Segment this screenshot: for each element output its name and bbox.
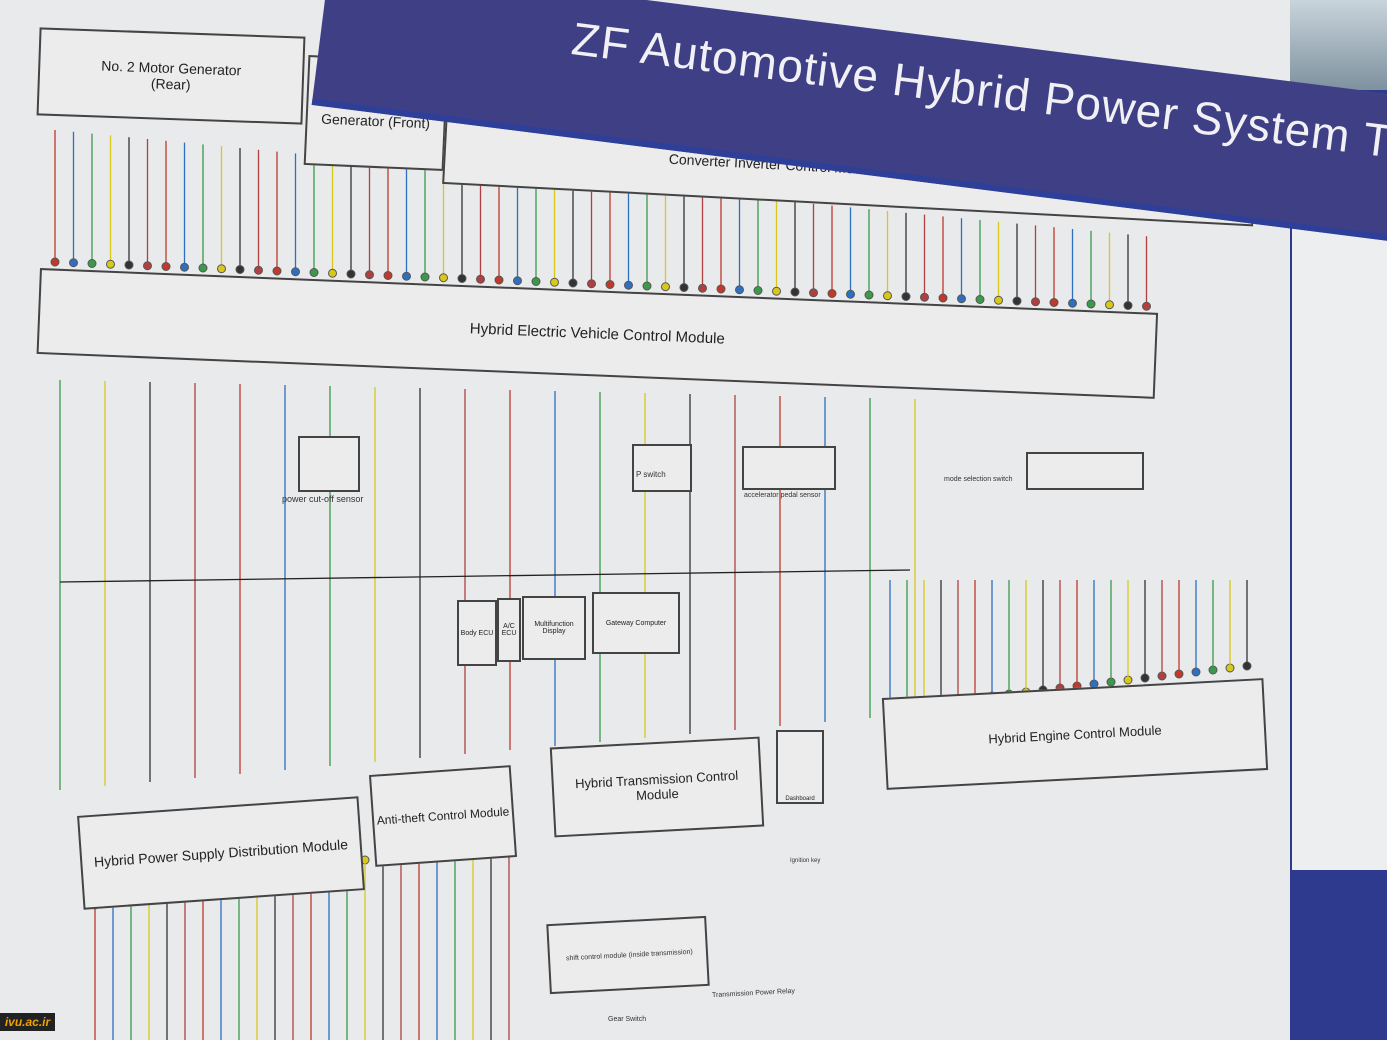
terminal-jack[interactable] xyxy=(87,259,97,268)
p-switch-label: P switch xyxy=(636,470,666,479)
terminal-jack[interactable] xyxy=(846,289,855,299)
terminal-jack[interactable] xyxy=(568,278,578,288)
terminal-jack[interactable] xyxy=(439,273,448,283)
terminal-jack[interactable] xyxy=(698,283,707,293)
terminal-jack[interactable] xyxy=(217,264,226,274)
power-supply-distribution-module: Hybrid Power Supply Distribution Module xyxy=(77,796,365,910)
terminal-jack[interactable] xyxy=(143,261,152,271)
motor-generator-2: No. 2 Motor Generator (Rear) xyxy=(36,27,306,125)
anti-theft-module: Anti-theft Control Module xyxy=(368,765,518,867)
module-label: Anti-theft Control Module xyxy=(376,804,510,828)
terminal-jack[interactable] xyxy=(198,263,208,273)
terminal-jack[interactable] xyxy=(383,271,393,280)
ignition-key-label: Ignition key xyxy=(790,858,821,864)
terminal-jack[interactable] xyxy=(975,295,985,304)
terminal-jack[interactable] xyxy=(1142,301,1151,311)
terminal-jack[interactable] xyxy=(235,265,245,274)
terminal-jack[interactable] xyxy=(254,265,263,275)
terminal-jack[interactable] xyxy=(402,271,411,281)
terminal-jack[interactable] xyxy=(550,277,559,287)
module-label: A/C ECU xyxy=(501,623,517,637)
terminal-jack[interactable] xyxy=(272,266,282,276)
terminal-jack[interactable] xyxy=(679,283,689,292)
multifunction-display: Multifunction Display xyxy=(522,596,586,660)
power-cutoff-label: power cut-off sensor xyxy=(282,494,364,504)
power-cutoff-sensor-box xyxy=(298,436,360,492)
dashboard: Dashboard xyxy=(776,730,824,804)
wire xyxy=(59,569,911,583)
terminal-jack[interactable] xyxy=(1123,301,1133,310)
module-label: Gateway Computer xyxy=(605,619,667,627)
terminal-jack[interactable] xyxy=(1086,299,1096,309)
module-label: Hybrid Power Supply Distribution Module xyxy=(93,836,349,870)
terminal-jack[interactable] xyxy=(346,269,356,279)
module-label: Hybrid Electric Vehicle Control Module xyxy=(469,319,726,348)
body-ecu: Body ECU xyxy=(457,600,497,666)
module-label: Multifunction Display xyxy=(534,621,574,635)
p-switch-box xyxy=(632,444,692,492)
gear-switch-label: Gear Switch xyxy=(608,1016,647,1023)
module-label: Hybrid Transmission Control Module xyxy=(574,767,739,804)
terminal-jack[interactable] xyxy=(531,277,541,286)
terminal-jack[interactable] xyxy=(328,268,337,278)
gear-indicator-box xyxy=(1026,452,1144,490)
module-label: Hybrid Engine Control Module xyxy=(988,721,1162,747)
mode-switch-label: mode selection switch xyxy=(944,476,1013,483)
terminal-jack[interactable] xyxy=(291,267,300,277)
terminal-jack[interactable] xyxy=(661,282,670,292)
terminal-jack[interactable] xyxy=(938,293,948,303)
terminal-jack[interactable] xyxy=(716,284,726,294)
gateway-computer: Gateway Computer xyxy=(592,592,680,654)
terminal-jack[interactable] xyxy=(1049,298,1059,307)
terminal-jack[interactable] xyxy=(161,262,171,271)
terminal-jack[interactable] xyxy=(180,262,189,272)
terminal-jack[interactable] xyxy=(883,291,892,301)
accelerator-pedal-box xyxy=(742,446,836,490)
terminal-jack[interactable] xyxy=(587,279,596,289)
control-panel xyxy=(1292,210,1387,870)
terminal-jack[interactable] xyxy=(513,276,522,286)
terminal-jack[interactable] xyxy=(920,292,929,302)
terminal-jack[interactable] xyxy=(476,274,485,284)
module-label: Body ECU xyxy=(460,629,494,637)
terminal-jack[interactable] xyxy=(420,272,430,282)
terminal-jack[interactable] xyxy=(642,281,652,291)
watermark: ivu.ac.ir xyxy=(0,1013,55,1031)
terminal-jack[interactable] xyxy=(994,295,1003,305)
terminal-jack[interactable] xyxy=(309,268,319,277)
terminal-jack[interactable] xyxy=(901,292,911,301)
terminal-jack[interactable] xyxy=(69,258,78,268)
accelerator-label: accelerator pedal sensor xyxy=(744,492,821,499)
terminal-jack[interactable] xyxy=(1031,297,1040,307)
terminal-jack[interactable] xyxy=(809,288,818,298)
terminal-jack[interactable] xyxy=(365,270,374,280)
module-label: No. 2 Motor Generator (Rear) xyxy=(101,57,242,93)
terminal-jack[interactable] xyxy=(50,257,60,267)
terminal-jack[interactable] xyxy=(106,259,115,269)
terminal-jack[interactable] xyxy=(124,260,134,270)
terminal-jack[interactable] xyxy=(494,275,504,285)
terminal-jack[interactable] xyxy=(827,289,837,298)
terminal-jack[interactable] xyxy=(864,290,874,300)
terminal-jack[interactable] xyxy=(957,294,966,304)
terminal-jack[interactable] xyxy=(624,280,633,290)
terminal-jack[interactable] xyxy=(1068,298,1077,308)
ac-ecu: A/C ECU xyxy=(497,598,521,662)
terminal-jack[interactable] xyxy=(753,286,763,295)
terminal-jack[interactable] xyxy=(735,285,744,295)
terminal-jack[interactable] xyxy=(605,280,615,289)
terminal-jack[interactable] xyxy=(1105,300,1114,310)
terminal-jack[interactable] xyxy=(457,274,467,283)
terminal-jack[interactable] xyxy=(1012,296,1022,306)
module-label: Dashboard xyxy=(785,796,815,802)
transmission-control-module: Hybrid Transmission Control Module xyxy=(549,736,765,838)
terminal-jack[interactable] xyxy=(790,287,800,297)
terminal-jack[interactable] xyxy=(772,286,781,296)
